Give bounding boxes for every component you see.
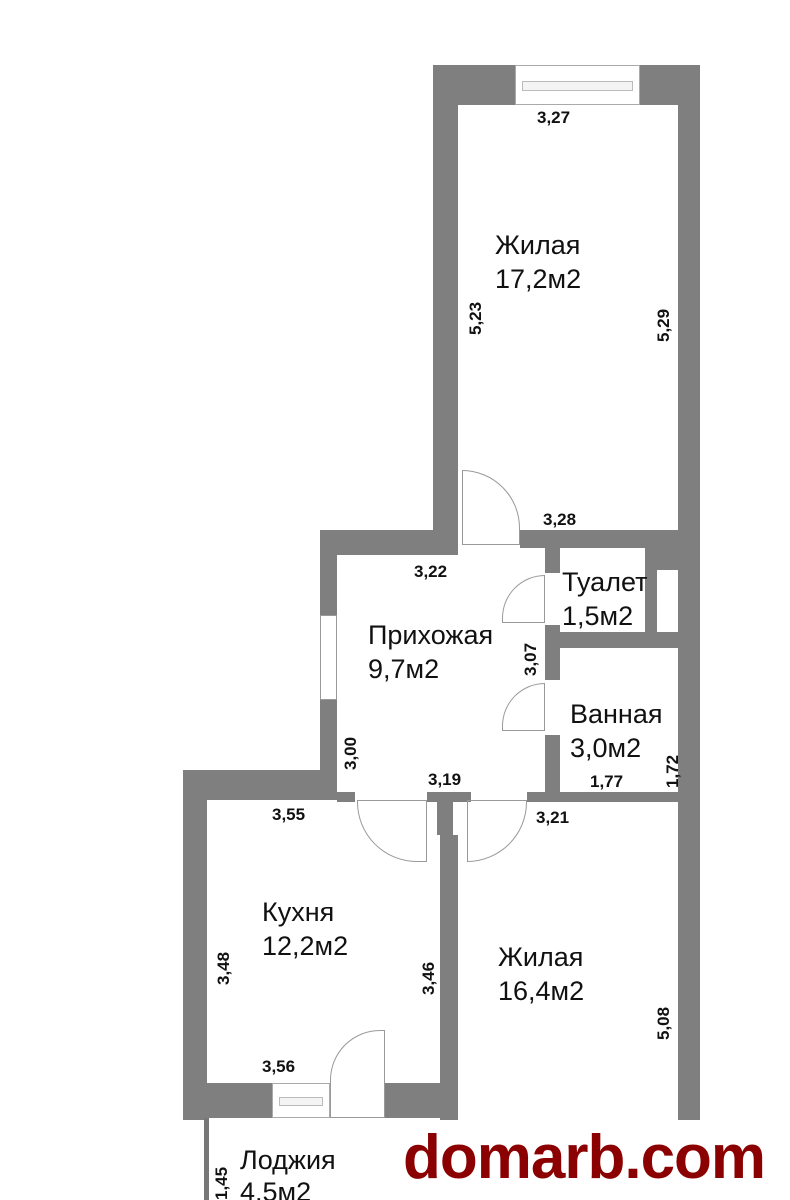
dimension: 1,72	[663, 754, 682, 788]
dimension: 3,46	[419, 961, 438, 995]
dimension: 1,45	[212, 1166, 231, 1200]
dimension: 1,77	[590, 772, 624, 791]
wall	[427, 792, 471, 802]
door	[502, 683, 545, 731]
wall	[645, 545, 657, 635]
dimension: 3,00	[341, 736, 360, 770]
door	[467, 800, 527, 862]
room-area: 3,0м2	[570, 733, 642, 763]
room-name: Ванная	[570, 699, 663, 729]
room-name: Кухня	[262, 897, 335, 927]
room-bathroom: Ванная 3,0м2	[570, 697, 662, 765]
door	[357, 800, 427, 862]
wall	[320, 530, 458, 555]
wall	[183, 770, 207, 1120]
room-toilet: Туалет 1,5м2	[562, 565, 647, 633]
window	[515, 65, 640, 105]
wall	[440, 835, 458, 1120]
dimension: 3,55	[272, 805, 306, 824]
room-living-1: Жилая 17,2м2	[495, 228, 581, 296]
watermark: domarb.com	[403, 1123, 766, 1192]
wall	[320, 530, 337, 615]
wall	[678, 65, 700, 1120]
room-area: 9,7м2	[368, 654, 440, 684]
wall	[545, 548, 560, 573]
room-area: 4,5м2	[240, 1177, 312, 1200]
wall	[527, 792, 700, 802]
dimension: 3,21	[536, 808, 570, 827]
room-name: Жилая	[498, 942, 584, 972]
dimension: 5,29	[654, 308, 673, 342]
room-name: Прихожая	[368, 620, 494, 650]
wall	[545, 735, 560, 800]
dimension: 5,23	[466, 301, 485, 335]
room-area: 17,2м2	[495, 264, 582, 294]
wall	[545, 632, 700, 648]
wall	[437, 800, 453, 835]
room-area: 16,4м2	[498, 976, 585, 1006]
door	[462, 470, 520, 545]
dimension: 3,48	[214, 951, 233, 985]
dimension: 3,07	[521, 642, 540, 676]
room-area: 1,5м2	[562, 601, 634, 631]
wall	[520, 530, 700, 548]
dimension: 3,22	[414, 562, 448, 581]
wall	[183, 770, 337, 800]
dimension: 3,27	[537, 108, 571, 127]
dimension: 3,56	[262, 1057, 296, 1076]
room-name: Туалет	[562, 567, 648, 597]
room-name: Жилая	[495, 230, 581, 260]
dimension: 5,08	[654, 1006, 673, 1040]
wall	[433, 65, 458, 555]
window	[272, 1083, 330, 1118]
room-name: Лоджия	[240, 1145, 336, 1175]
room-kitchen: Кухня 12,2м2	[262, 895, 348, 963]
room-hallway: Прихожая 9,7м2	[368, 618, 493, 686]
dimension: 3,19	[428, 770, 462, 789]
door	[502, 575, 545, 623]
wall	[337, 792, 355, 802]
door	[330, 1030, 385, 1118]
door	[320, 615, 337, 700]
room-area: 12,2м2	[262, 931, 349, 961]
room-living-2: Жилая 16,4м2	[498, 940, 584, 1008]
dimension: 3,28	[543, 510, 577, 529]
loggia-wall	[204, 1118, 209, 1200]
